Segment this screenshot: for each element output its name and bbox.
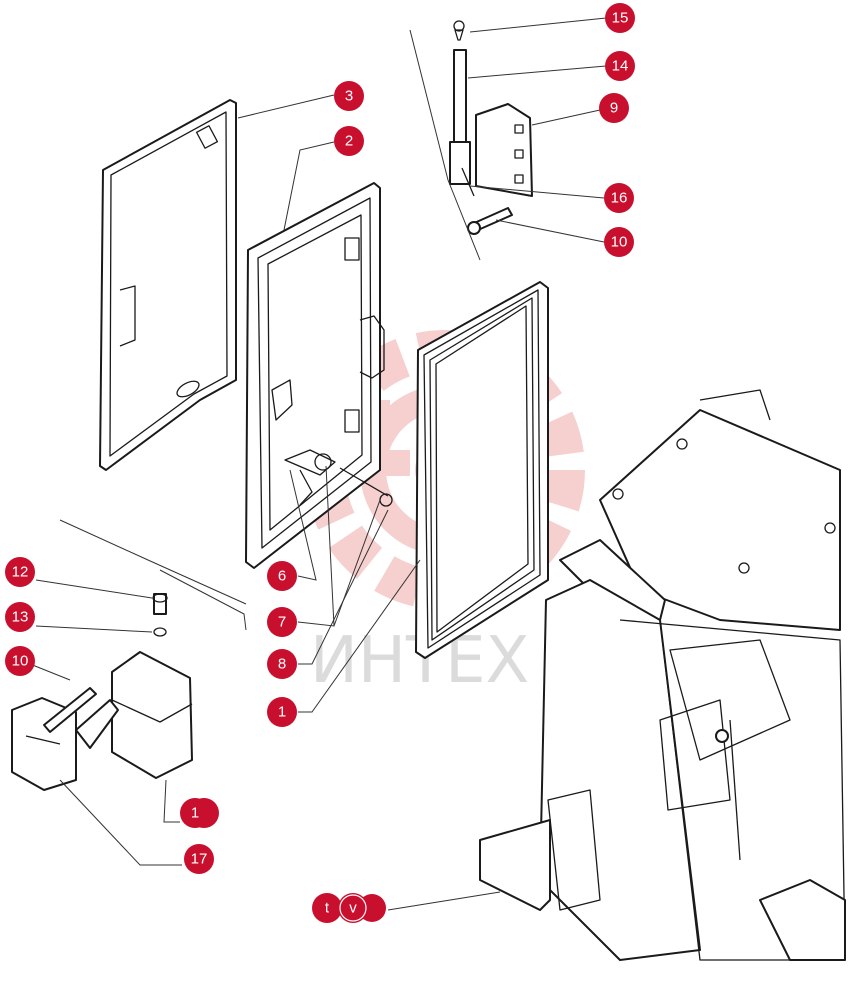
callout-1-middle-circle	[267, 697, 297, 727]
callout-12-label: 12	[12, 564, 29, 581]
callout-16-label: 16	[611, 190, 628, 207]
callout-14: 14	[605, 51, 635, 81]
callout-17-circle	[184, 844, 214, 874]
callout-10-bottom-circle	[5, 646, 35, 676]
callout-12: 12	[5, 557, 35, 587]
callout-t-circle	[312, 893, 342, 923]
callout-15-label: 15	[612, 10, 629, 27]
callout-16-circle	[604, 183, 634, 213]
callout-10-bottom-label: 10	[12, 653, 29, 670]
callout-6-label: 6	[278, 568, 286, 585]
callout-3: 3	[334, 81, 364, 111]
callout-14-circle	[605, 51, 635, 81]
callout-8: 8	[267, 649, 297, 679]
hinge-assembly	[449, 20, 533, 235]
callout-9-label: 9	[610, 100, 618, 117]
callout-v-ring	[339, 894, 367, 922]
callout-2-circle	[334, 126, 364, 156]
latch-assembly	[11, 593, 193, 791]
callout-8-circle	[267, 649, 297, 679]
callout-t-label: t	[325, 900, 330, 917]
callout-7: 7	[267, 607, 297, 637]
callout-13-circle	[5, 602, 35, 632]
callout-17-label: 17	[191, 851, 208, 868]
callout-12-circle	[5, 557, 35, 587]
window-frame-part-2	[245, 182, 393, 569]
callout-17: 17	[184, 844, 214, 874]
callout-7-circle	[267, 607, 297, 637]
callout-14-label: 14	[612, 58, 629, 75]
callout-10-bottom: 10	[5, 646, 35, 676]
callout-1-bottom-label: 1	[191, 805, 199, 822]
callout-6-circle	[267, 561, 297, 591]
glass-pane-part-3	[99, 99, 237, 471]
seal-part-1	[415, 281, 549, 659]
leader-lines	[29, 17, 607, 911]
callout-v-label: v	[349, 900, 357, 917]
callout-1-middle: 1	[267, 697, 297, 727]
callout-1-bottom-circle	[180, 798, 210, 828]
callout-10-top-label: 10	[611, 234, 628, 251]
callout-15-circle	[605, 3, 635, 33]
tractor-cab	[479, 389, 846, 961]
callout-tv: t v	[312, 893, 386, 923]
callout-15: 15	[605, 3, 635, 33]
callout-7-label: 7	[278, 614, 286, 631]
callout-16: 16	[604, 183, 634, 213]
callout-1-middle-label: 1	[278, 704, 286, 721]
callout-v-circle	[338, 893, 368, 923]
callout-2-label: 2	[345, 133, 353, 150]
callout-10-top: 10	[604, 227, 634, 257]
callout-13-label: 13	[12, 609, 29, 626]
callout-3-circle	[334, 81, 364, 111]
callout-10-top-circle	[604, 227, 634, 257]
callout-8-label: 8	[278, 656, 286, 673]
callout-3-label: 3	[345, 88, 353, 105]
callout-13: 13	[5, 602, 35, 632]
callout-9: 9	[599, 93, 629, 123]
callout-2: 2	[334, 126, 364, 156]
callout-9-circle	[599, 93, 629, 123]
callout-6: 6	[267, 561, 297, 591]
callout-1-bottom: 1	[180, 798, 219, 828]
